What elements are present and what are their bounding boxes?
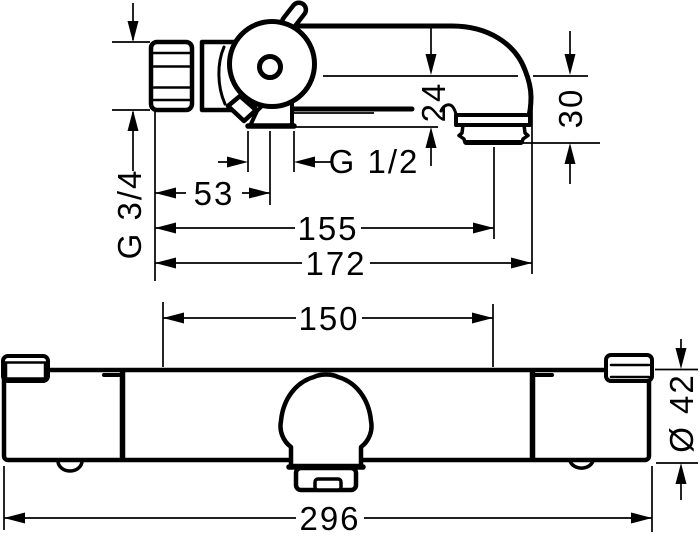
dim-24-arrow-bottom — [425, 127, 437, 148]
left-cap-detail — [4, 361, 47, 380]
dim-172-arrow-left — [155, 257, 176, 269]
dim-label-155: 155 — [297, 210, 358, 247]
extension-lines-front-view — [3, 302, 698, 532]
dim-296-arrow-right — [631, 512, 652, 524]
dim-label-30: 30 — [552, 88, 589, 129]
dim-30-arrow-bottom — [564, 143, 576, 164]
dim-53-arrow-left — [155, 187, 176, 199]
dim-172-arrow-right — [511, 257, 532, 269]
handle-skirt-detail — [225, 93, 259, 124]
dim-150-arrow-right — [472, 312, 493, 324]
dim-label-g34: G 3/4 — [111, 169, 148, 260]
dim-296-arrow-left — [4, 512, 25, 524]
dim-24-arrow-top — [425, 54, 437, 75]
dimensions-front-view: 150 296 Ø 42 — [3, 300, 700, 537]
right-cap-detail — [609, 363, 651, 379]
union-nut-facets — [152, 51, 191, 102]
center-knob-clip — [313, 477, 343, 492]
dim-g12-arrow-left — [227, 156, 248, 168]
dim-42-arrow-top — [675, 348, 687, 369]
right-foot-bump — [568, 459, 595, 470]
dim-label-53: 53 — [194, 175, 235, 212]
dim-label-296: 296 — [299, 500, 360, 537]
mixer-front-view — [1, 353, 654, 493]
dim-150-arrow-left — [163, 312, 184, 324]
extension-lines-top-view — [112, 41, 600, 281]
spout-body — [293, 26, 531, 120]
spout-outline — [290, 23, 534, 123]
dim-g34-arrow-bottom — [127, 110, 139, 131]
aerator-flange — [454, 113, 532, 127]
dim-g12-arrow-right — [294, 156, 315, 168]
right-handle-cap — [604, 353, 654, 383]
dim-30-arrow-top — [564, 54, 576, 75]
union-nut — [148, 39, 195, 113]
spout-side-view — [148, 0, 534, 145]
dim-155-arrow-left — [155, 222, 176, 234]
dim-label-24: 24 — [415, 82, 452, 123]
dim-label-150: 150 — [298, 300, 359, 337]
dim-label-42: Ø 42 — [663, 373, 700, 453]
center-knob — [278, 372, 374, 469]
aerator-cup — [457, 123, 530, 145]
knob-center-button — [257, 54, 283, 80]
dim-label-172: 172 — [305, 245, 366, 282]
dim-42-arrow-bottom — [675, 463, 687, 484]
dim-label-g12: G 1/2 — [329, 143, 420, 180]
dim-g34-arrow-top — [127, 21, 139, 42]
escutcheon-arc — [217, 45, 227, 106]
dim-53-arrow-right — [249, 187, 270, 199]
left-foot-bump — [56, 459, 84, 473]
dimensions-side-view: G 3/4 53 G 1/2 155 172 24 30 — [111, 3, 600, 282]
dim-155-arrow-right — [473, 222, 494, 234]
